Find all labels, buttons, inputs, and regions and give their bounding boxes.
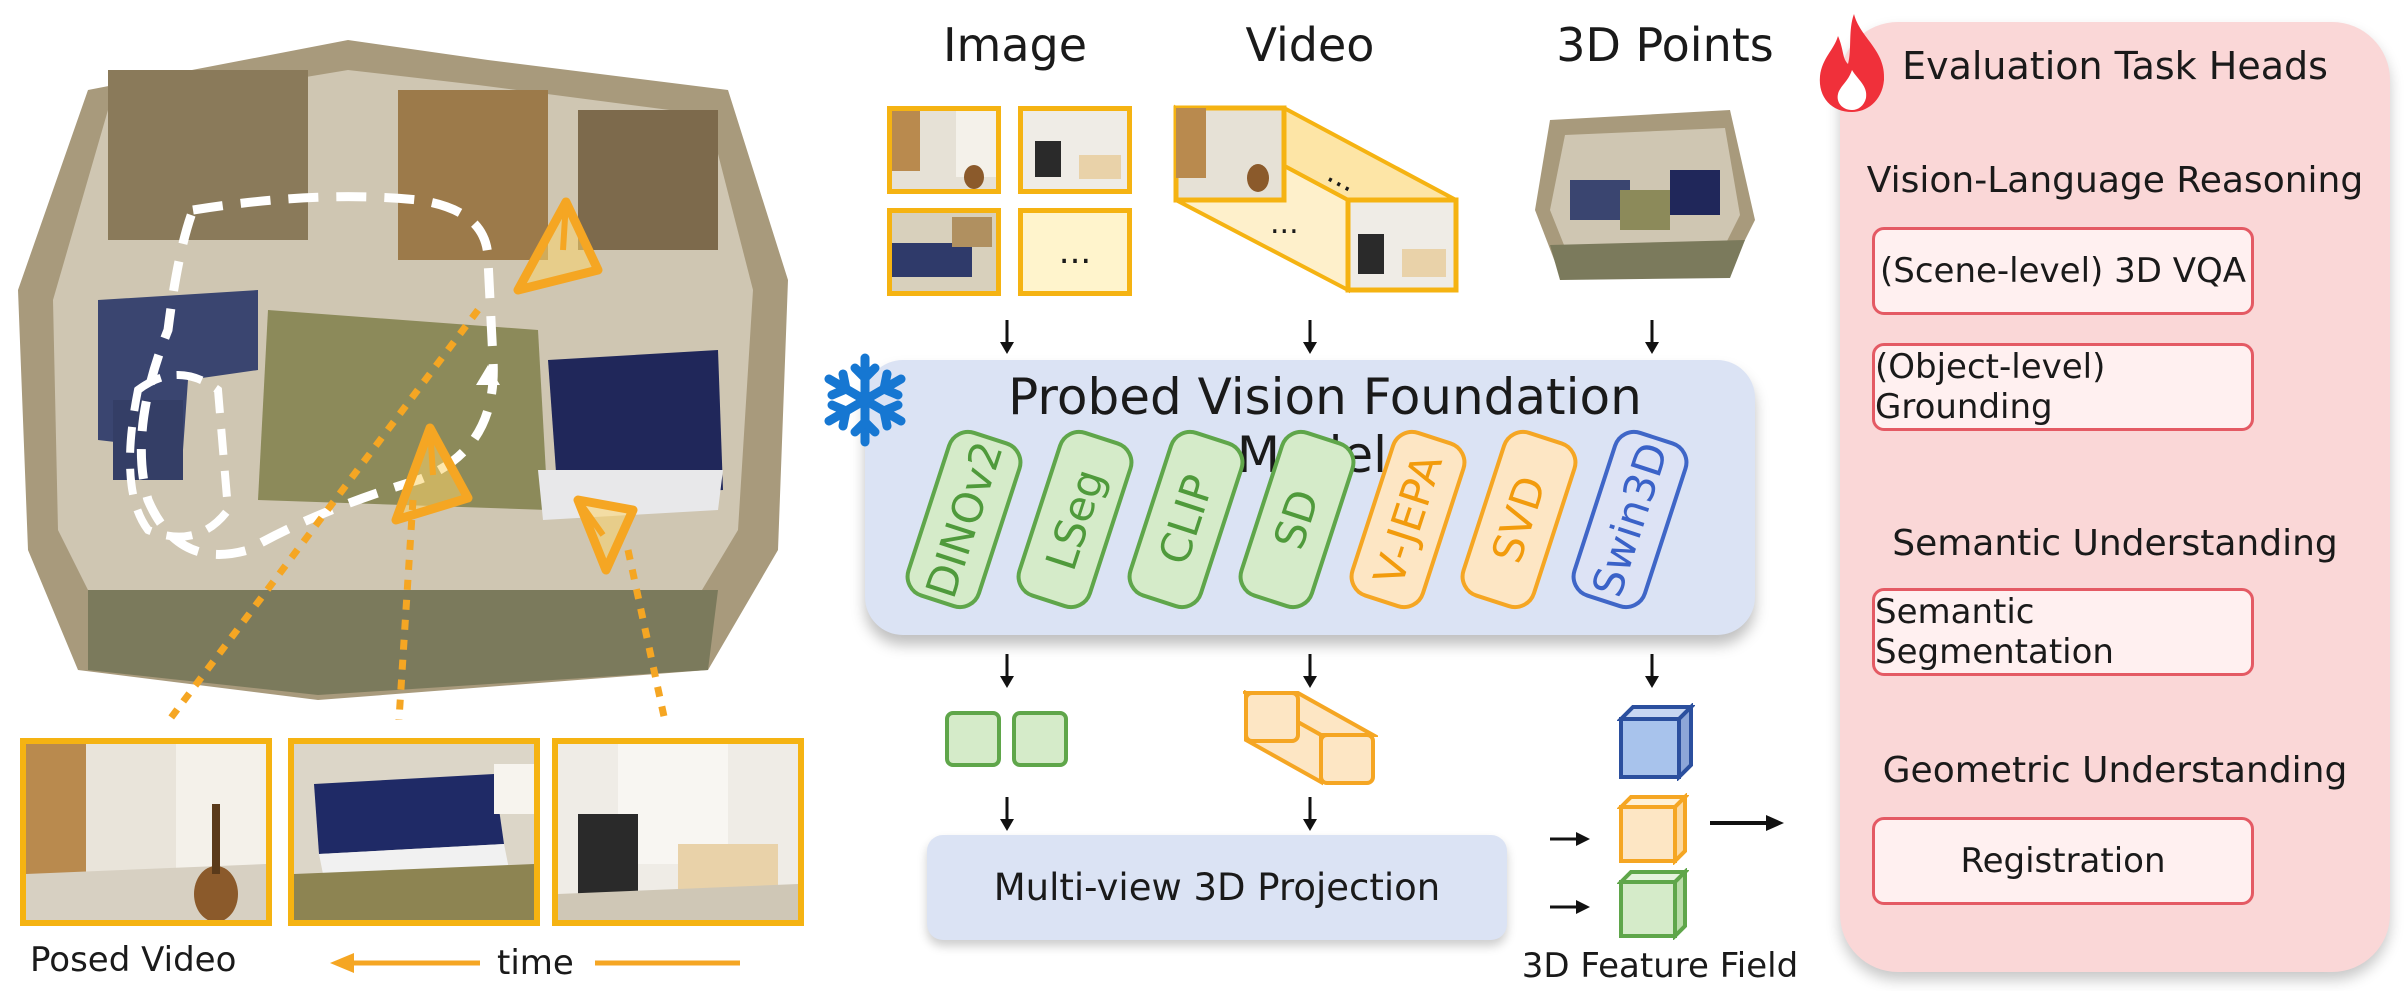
scene-reconstruction <box>18 40 788 720</box>
image-thumb-1 <box>887 106 1001 194</box>
task-semantic-segmentation: Semantic Segmentation <box>1872 588 2254 676</box>
video-stack <box>1173 104 1459 294</box>
video-heading: Video <box>1245 18 1375 72</box>
arrows-to-projection <box>1000 797 1317 831</box>
task-label: (Scene-level) 3D VQA <box>1879 251 2246 291</box>
task-label: Registration <box>1960 841 2166 881</box>
task-group-title-geometric: Geometric Understanding <box>1882 750 2348 791</box>
task-group-title-semantic: Semantic Understanding <box>1892 523 2338 564</box>
blue-feature-cube <box>1617 703 1695 781</box>
task-group-title-vl: Vision-Language Reasoning <box>1866 160 2364 201</box>
model-name: SD <box>1264 483 1330 556</box>
image-heading: Image <box>942 18 1088 72</box>
task-heads-title: Evaluation Task Heads <box>1902 44 2328 88</box>
model-name: SVD <box>1482 470 1556 569</box>
green-feature-cube <box>1617 868 1689 940</box>
model-name: CLIP <box>1148 468 1224 571</box>
arrows-from-vfm <box>1000 654 1659 688</box>
arrow-to-task-heads <box>1710 815 1784 831</box>
task-label: Semantic Segmentation <box>1875 592 2114 672</box>
time-arrow <box>330 953 740 973</box>
video-ellipsis-2: ... <box>1270 206 1299 241</box>
image-feature-maps <box>945 711 1068 767</box>
model-name: LSeg <box>1035 463 1115 576</box>
image-more: ... <box>1018 208 1132 296</box>
image-ellipsis: ... <box>1058 232 1092 272</box>
task-label: (Object-level) Grounding <box>1875 347 2106 427</box>
feature-field-label: 3D Feature Field <box>1521 946 1799 986</box>
points-heading: 3D Points <box>1556 18 1774 72</box>
posed-video-label: Posed Video <box>30 940 237 980</box>
projection-label: Multi-view 3D Projection <box>993 866 1441 909</box>
task-scene-vqa: (Scene-level) 3D VQA <box>1872 227 2254 315</box>
task-registration: Registration <box>1872 817 2254 905</box>
arrows-to-vfm <box>1000 320 1659 354</box>
image-thumb-2 <box>1018 106 1132 194</box>
video-frame-3 <box>552 738 804 926</box>
fire-icon <box>1819 14 1885 112</box>
video-frame-1 <box>20 738 272 926</box>
video-feature-maps <box>1243 690 1378 786</box>
task-heads-panel <box>1840 22 2390 972</box>
image-thumb-3 <box>887 208 1001 296</box>
orange-feature-cube <box>1617 793 1689 865</box>
task-object-grounding: (Object-level) Grounding <box>1872 343 2254 431</box>
multiview-projection-box: Multi-view 3D Projection <box>927 835 1507 940</box>
time-label: time <box>497 943 574 983</box>
arrows-to-feature-field <box>1550 832 1590 914</box>
points-thumbnail <box>1535 110 1755 280</box>
snowflake-icon <box>824 353 906 447</box>
video-frame-2 <box>288 738 540 926</box>
